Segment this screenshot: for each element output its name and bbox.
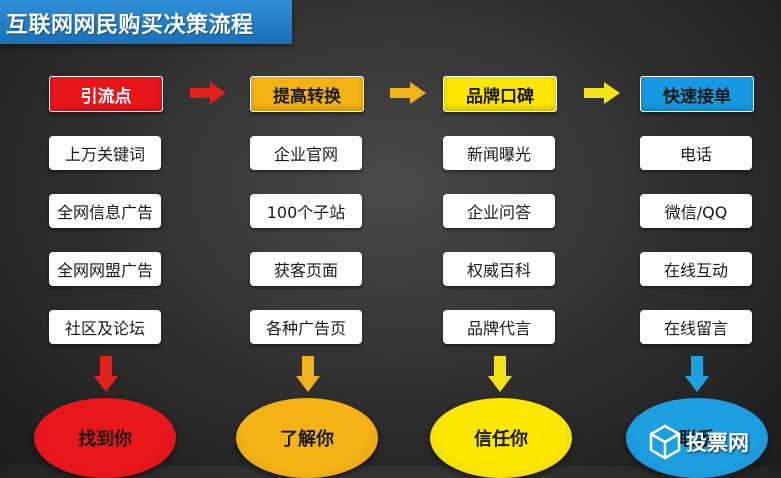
result-ellipse: 信任你 (430, 398, 572, 478)
page-title: 互联网网民购买决策流程 (6, 13, 254, 38)
right-arrow-shape (390, 82, 426, 104)
list-item: 全网网盟广告 (49, 252, 161, 286)
list-item: 社区及论坛 (49, 310, 161, 344)
watermark-text: 投票网 (686, 431, 749, 455)
column-header: 引流点 (49, 76, 163, 112)
list-item: 企业官网 (250, 136, 362, 170)
column-header: 品牌口碑 (443, 76, 557, 112)
result-ellipse: 找到你 (34, 398, 176, 478)
list-item: 获客页面 (250, 252, 362, 286)
right-arrow-shape (190, 82, 226, 104)
column-header: 提高转换 (250, 76, 364, 112)
list-item: 在线互动 (640, 252, 752, 286)
result-ellipse: 了解你 (236, 398, 378, 478)
right-arrow-icon (584, 82, 620, 104)
list-item: 各种广告页 (250, 310, 362, 344)
list-item: 品牌代言 (443, 310, 555, 344)
list-item: 企业问答 (443, 194, 555, 228)
result-ellipse: 联系 (626, 398, 768, 478)
right-arrow-icon (390, 82, 426, 104)
right-arrow-icon (190, 82, 226, 104)
column-header: 快速接单 (640, 76, 754, 112)
list-item: 全网信息广告 (49, 194, 161, 228)
right-arrow-shape (584, 82, 620, 104)
down-arrow-shape (94, 356, 118, 392)
title-banner: 互联网网民购买决策流程 (0, 0, 292, 44)
watermark: 投票网 (648, 418, 781, 466)
list-item: 电话 (640, 136, 752, 170)
down-arrow-icon (488, 356, 512, 392)
down-arrow-icon (296, 356, 320, 392)
down-arrow-icon (94, 356, 118, 392)
list-item: 权威百科 (443, 252, 555, 286)
list-item: 新闻曝光 (443, 136, 555, 170)
down-arrow-shape (296, 356, 320, 392)
down-arrow-icon (685, 356, 709, 392)
down-arrow-shape (488, 356, 512, 392)
list-item: 上万关键词 (49, 136, 161, 170)
list-item: 微信/QQ (640, 194, 752, 228)
list-item: 100个子站 (250, 194, 362, 228)
cube-logo-icon (649, 424, 681, 460)
list-item: 在线留言 (640, 310, 752, 344)
down-arrow-shape (685, 356, 709, 392)
